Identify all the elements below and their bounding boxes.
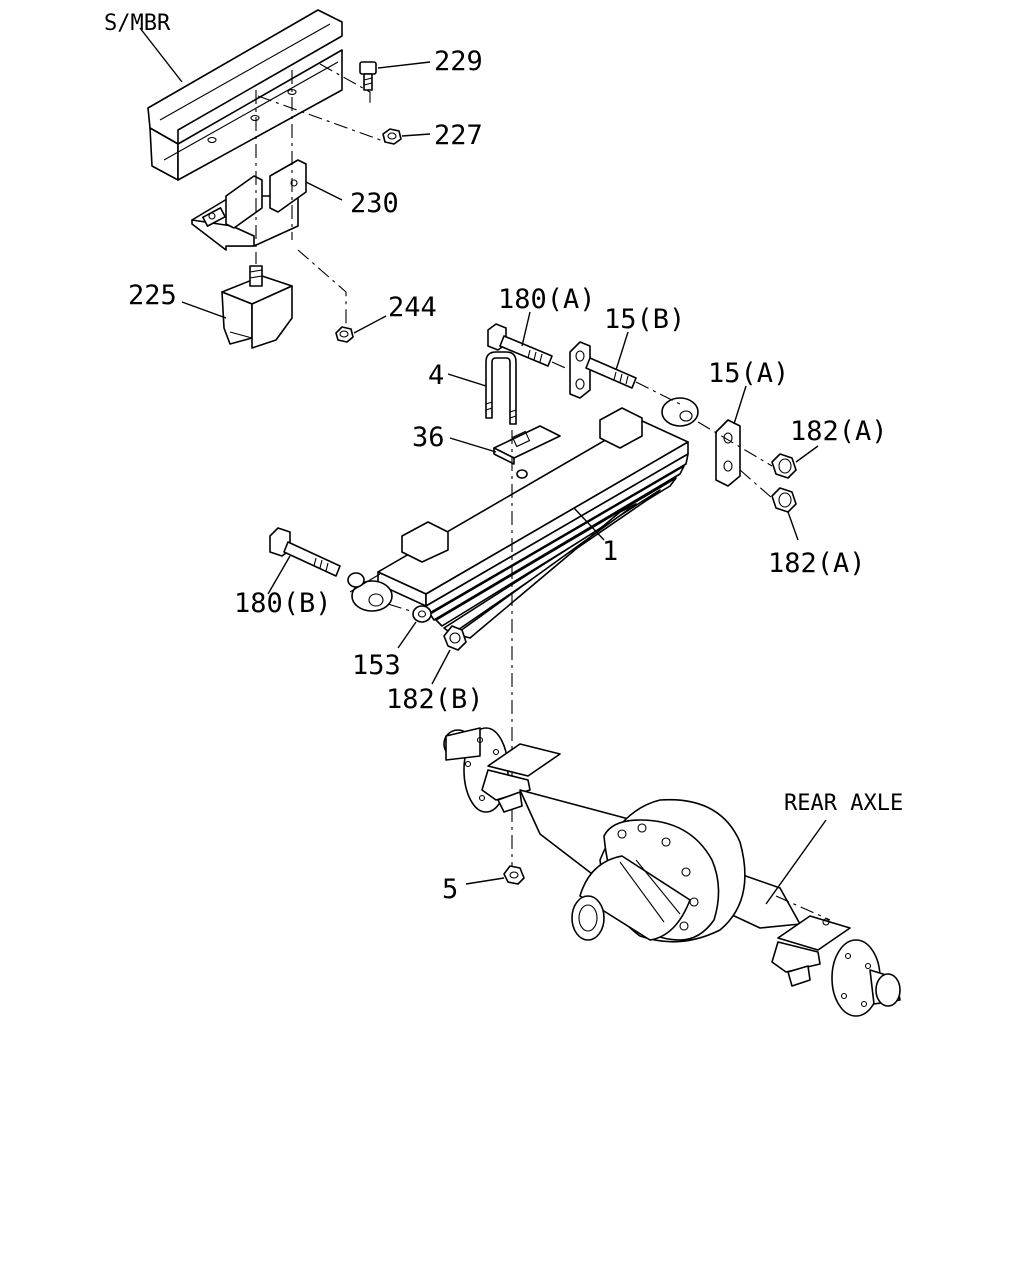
nut-244 bbox=[335, 326, 354, 343]
spring-pad-36 bbox=[493, 425, 561, 479]
label-230: 230 bbox=[350, 188, 399, 219]
side-member-frame bbox=[147, 9, 343, 181]
callouts: S/MBR 229 227 230 225 244 180(A) 15(B) 1… bbox=[104, 11, 903, 905]
label-5: 5 bbox=[442, 874, 458, 905]
label-180a: 180(A) bbox=[498, 284, 596, 315]
washer-153 bbox=[412, 605, 432, 623]
label-180b: 180(B) bbox=[234, 588, 332, 619]
bolt-180a bbox=[487, 323, 553, 367]
label-frame: S/MBR bbox=[104, 11, 171, 36]
frame-centerlines bbox=[255, 63, 387, 326]
label-229: 229 bbox=[434, 46, 483, 77]
label-244: 244 bbox=[388, 292, 437, 323]
shackle-plate-15b bbox=[569, 341, 637, 399]
nut-182a-upper bbox=[771, 453, 797, 479]
nut-227 bbox=[382, 128, 402, 145]
label-153: 153 bbox=[352, 650, 401, 681]
leader-lines bbox=[139, 27, 827, 905]
bolt-229 bbox=[359, 61, 377, 91]
label-1: 1 bbox=[602, 536, 618, 567]
rear-axle bbox=[443, 727, 901, 1017]
nut-182a-lower bbox=[771, 487, 797, 513]
label-182a-bottom: 182(A) bbox=[768, 548, 866, 579]
label-4: 4 bbox=[428, 360, 444, 391]
bracket-230 bbox=[191, 159, 307, 251]
nut-182b bbox=[443, 625, 467, 651]
label-182a-top: 182(A) bbox=[790, 416, 888, 447]
leaf-spring-1 bbox=[349, 397, 699, 639]
label-rear-axle: REAR AXLE bbox=[784, 791, 903, 816]
spring-centerlines bbox=[387, 361, 773, 880]
label-36: 36 bbox=[412, 422, 445, 453]
label-15a: 15(A) bbox=[708, 358, 789, 389]
bump-stopper-225 bbox=[221, 265, 293, 349]
label-15b: 15(B) bbox=[604, 304, 685, 335]
label-225: 225 bbox=[128, 280, 177, 311]
nut-5 bbox=[503, 865, 525, 885]
u-bolt-4 bbox=[485, 351, 517, 425]
label-182b: 182(B) bbox=[386, 684, 484, 715]
bolt-180b bbox=[269, 527, 365, 588]
shackle-plate-15a bbox=[715, 419, 741, 487]
label-227: 227 bbox=[434, 120, 483, 151]
